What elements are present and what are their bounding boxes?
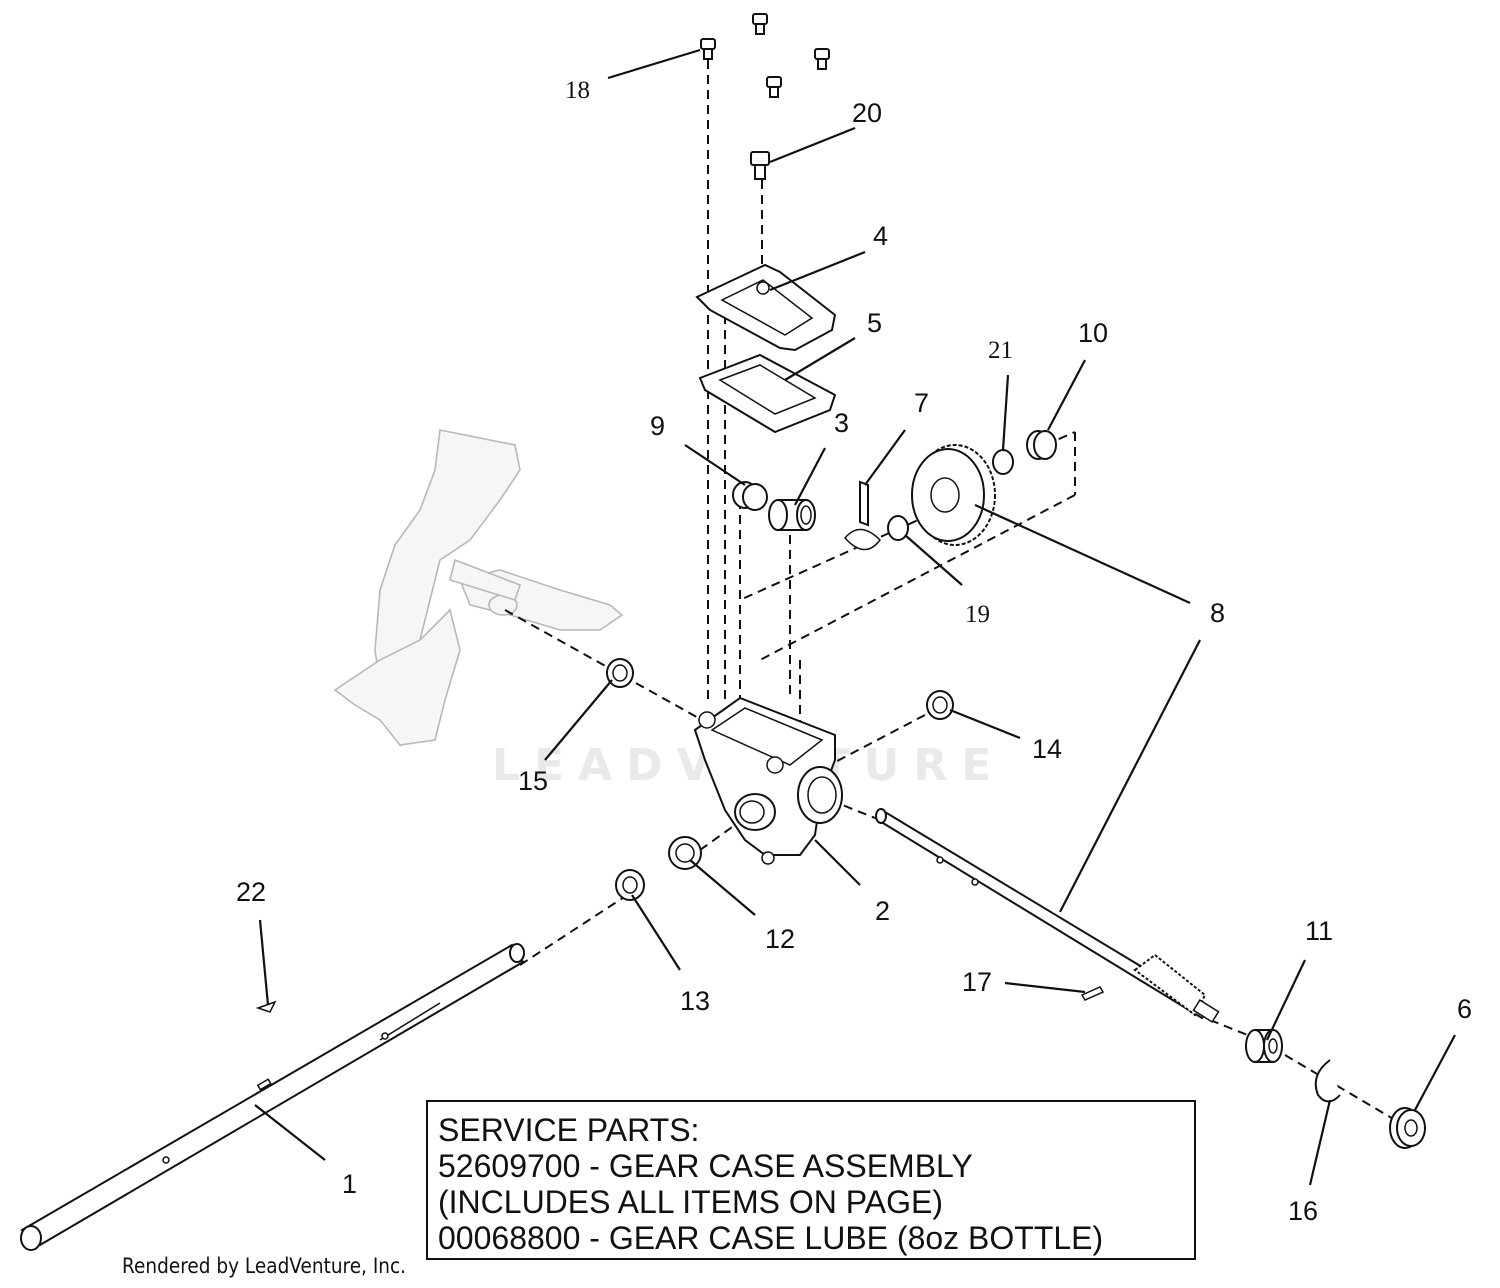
callout-6: 6	[1457, 994, 1472, 1024]
service-parts-line-2: (INCLUDES ALL ITEMS ON PAGE)	[438, 1184, 943, 1220]
callout-21: 21	[988, 337, 1013, 364]
service-parts-line-1: 52609700 - GEAR CASE ASSEMBLY	[438, 1148, 973, 1184]
callout-18: 18	[565, 77, 590, 104]
gear-case-housing-2	[693, 696, 843, 865]
callout-11: 11	[1305, 916, 1333, 946]
bearing-10	[1026, 430, 1057, 460]
rendered-by-credit: Rendered by LeadVenture, Inc.	[122, 1254, 407, 1278]
worm-shaft-8	[875, 808, 1220, 1023]
callout-2: 2	[875, 896, 890, 926]
callout-13: 13	[680, 986, 710, 1016]
callout-8: 8	[1210, 598, 1225, 628]
roll-pin-17	[1080, 986, 1105, 1001]
callout-labels: 18 20 4 5 21 10 7 9 3 19 8 14 15 2 12 13…	[236, 77, 1472, 1226]
callout-16: 16	[1288, 1196, 1318, 1226]
callout-3: 3	[834, 408, 849, 438]
service-parts-heading: SERVICE PARTS:	[438, 1112, 700, 1148]
callout-17: 17	[962, 967, 992, 997]
seal-13	[615, 869, 645, 901]
bolt-20	[750, 151, 770, 180]
bearing-3	[768, 499, 816, 531]
washer-21	[992, 449, 1014, 475]
callout-22: 22	[236, 877, 266, 907]
bearing-11	[1245, 1029, 1283, 1063]
impeller-ghost-illustration	[333, 429, 624, 748]
callout-19: 19	[965, 601, 990, 628]
callout-12: 12	[765, 924, 795, 954]
callout-15: 15	[518, 766, 548, 796]
callout-1: 1	[342, 1169, 357, 1199]
service-parts-box: SERVICE PARTS: 52609700 - GEAR CASE ASSE…	[426, 1100, 1196, 1260]
callout-14: 14	[1032, 734, 1062, 764]
bushing-9	[732, 481, 768, 511]
callout-5: 5	[867, 308, 882, 338]
auger-shaft-1	[20, 943, 525, 1251]
snap-ring-19	[887, 515, 909, 541]
worm-gear-8	[911, 444, 996, 546]
shear-pin-22	[255, 1000, 277, 1013]
bolt-18-group	[700, 13, 830, 98]
gasket-5	[698, 353, 837, 434]
callout-7: 7	[914, 388, 929, 418]
seal-15	[606, 658, 634, 688]
gear-case-cover-4	[695, 263, 837, 352]
callout-4: 4	[873, 221, 888, 251]
service-parts-line-3: 00068800 - GEAR CASE LUBE (8oz BOTTLE)	[438, 1220, 1104, 1256]
callout-10: 10	[1078, 318, 1108, 348]
nut-6	[1389, 1107, 1426, 1149]
seal-14	[926, 690, 954, 720]
retaining-ring-16	[1314, 1059, 1341, 1103]
callout-20: 20	[852, 98, 882, 128]
leader-lines	[254, 48, 1456, 1186]
key-7	[844, 480, 881, 551]
callout-9: 9	[650, 411, 665, 441]
seal-12	[668, 836, 702, 870]
assembly-dashed-lines	[504, 60, 1396, 1121]
